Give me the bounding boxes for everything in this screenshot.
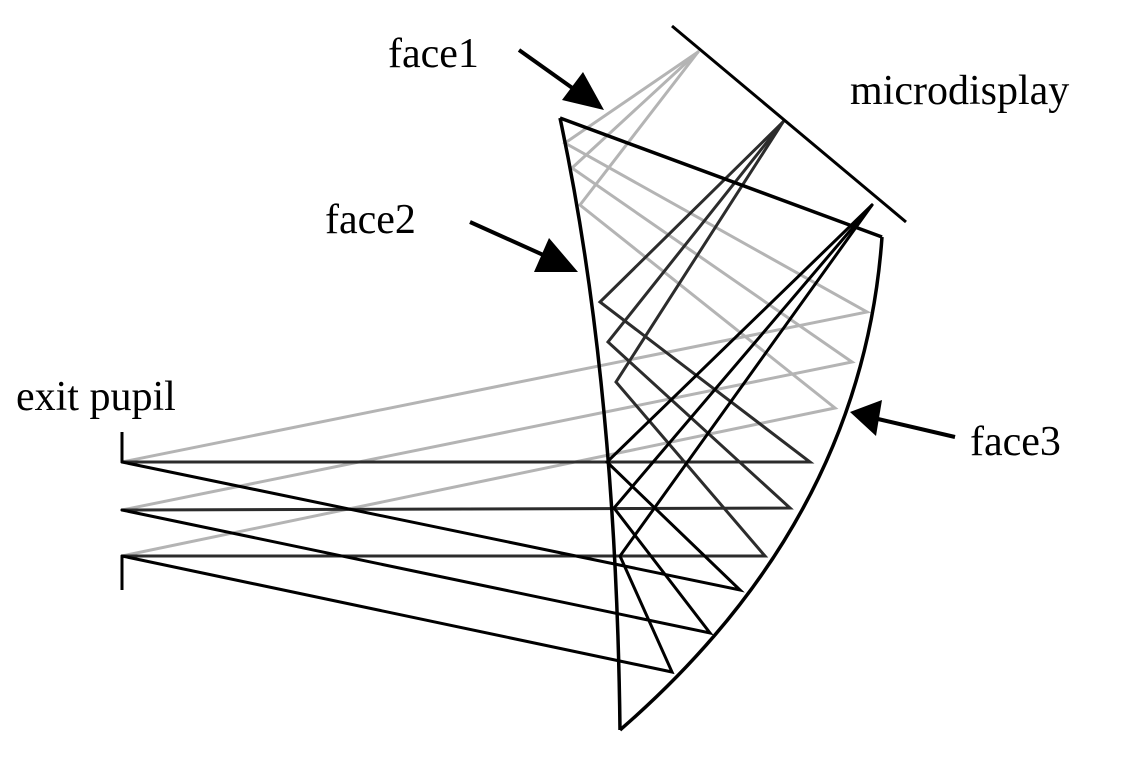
ray-top-1 <box>120 50 872 464</box>
prism-face1-top <box>559 116 883 239</box>
label-face3: face3 <box>970 419 1061 465</box>
ray-mid-1 <box>120 120 815 464</box>
ray-mid-2 <box>120 120 794 512</box>
label-face2: face2 <box>325 197 416 243</box>
ray-bundle-bottom-field <box>120 203 874 675</box>
face1-arrow <box>517 48 604 110</box>
prism-face3-surface <box>618 236 884 732</box>
label-face1: face1 <box>388 31 479 77</box>
label-arrows <box>469 48 956 439</box>
freeform-prism <box>558 116 884 732</box>
ray-bottom-2 <box>120 203 874 636</box>
ray-bundle-top-field <box>120 50 872 558</box>
ray-bundle-mid-field <box>120 120 815 558</box>
microdisplay-plane <box>671 24 907 224</box>
prism-face2-surface <box>558 117 622 731</box>
label-microdisplay: microdisplay <box>850 68 1069 114</box>
label-exit-pupil: exit pupil <box>16 374 176 420</box>
face2-arrow <box>469 220 578 272</box>
face3-arrow <box>850 400 956 439</box>
ray-top-3 <box>120 50 839 558</box>
ray-bottom-1 <box>120 203 874 593</box>
ray-mid-3 <box>120 120 785 558</box>
ray-top-2 <box>120 50 856 512</box>
ray-bottom-3 <box>120 203 874 675</box>
